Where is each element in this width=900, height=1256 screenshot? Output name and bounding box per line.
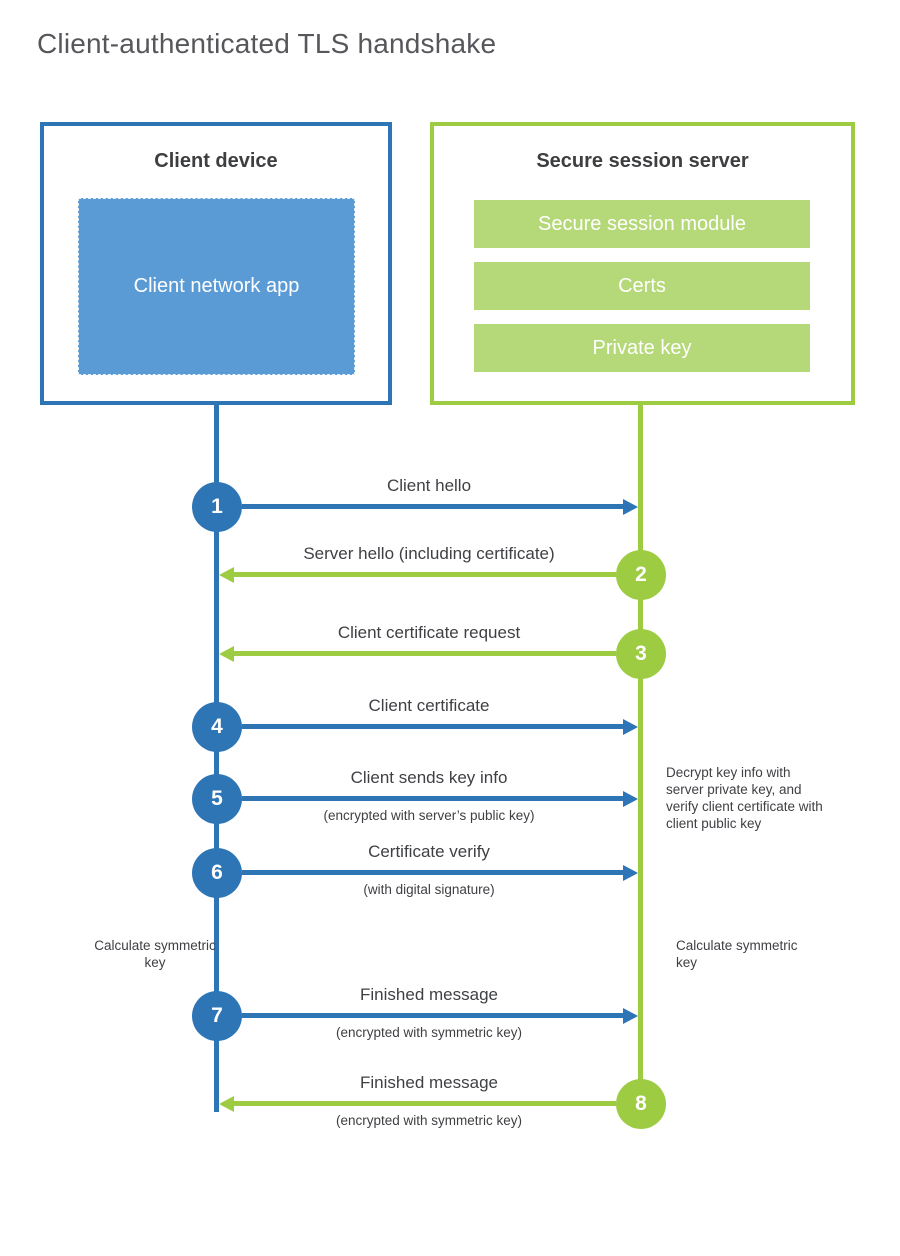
client-network-app-box: Client network app	[78, 198, 355, 375]
note-decrypt-key-info: Decrypt key info with server private key…	[666, 765, 823, 831]
client-device-title: Client device	[154, 150, 278, 172]
bar-private-key: Private key	[474, 324, 810, 372]
bar-certs: Certs	[474, 262, 810, 310]
step-6-circle: 6	[192, 848, 242, 898]
step-5-circle: 5	[192, 774, 242, 824]
client-network-app-label: Client network app	[133, 275, 300, 297]
message-8-sublabel: (encrypted with symmetric key)	[335, 1113, 523, 1128]
note-calculate-symmetric-key-right: Calculate symmetric key	[676, 938, 798, 970]
message-5-sublabel: (encrypted with server’s public key)	[323, 808, 535, 823]
arrow-right-icon	[242, 790, 638, 807]
message-4-label: Client certificate	[368, 696, 490, 715]
step-8-circle: 8	[616, 1079, 666, 1129]
message-6-sublabel: (with digital signature)	[363, 882, 495, 897]
message-5-label: Client sends key info	[350, 768, 508, 787]
page-title: Client-authenticated TLS handshake	[37, 28, 497, 59]
arrow-left-icon	[219, 1095, 616, 1112]
server-title: Secure session server	[536, 150, 749, 172]
step-4-circle: 4	[192, 702, 242, 752]
message-3-label: Client certificate request	[337, 623, 521, 642]
message-8-label: Finished message	[360, 1073, 498, 1092]
step-2-circle: 2	[616, 550, 666, 600]
step-1-circle: 1	[192, 482, 242, 532]
message-2-label: Server hello (including certificate)	[303, 544, 555, 563]
arrow-left-icon	[219, 645, 616, 662]
arrow-left-icon	[219, 566, 616, 583]
message-7-label: Finished message	[360, 985, 498, 1004]
arrow-right-icon	[242, 498, 638, 515]
arrow-right-icon	[242, 718, 638, 735]
bar-secure-session-module: Secure session module	[474, 200, 810, 248]
arrow-right-icon	[242, 864, 638, 881]
message-1-label: Client hello	[386, 476, 472, 495]
server-lifeline	[638, 405, 643, 1108]
step-7-circle: 7	[192, 991, 242, 1041]
message-6-label: Certificate verify	[368, 842, 490, 861]
message-7-sublabel: (encrypted with symmetric key)	[335, 1025, 523, 1040]
client-lifeline	[214, 405, 219, 1112]
step-3-circle: 3	[616, 629, 666, 679]
arrow-right-icon	[242, 1007, 638, 1024]
note-calculate-symmetric-key-left: Calculate symmetric key	[94, 938, 216, 970]
